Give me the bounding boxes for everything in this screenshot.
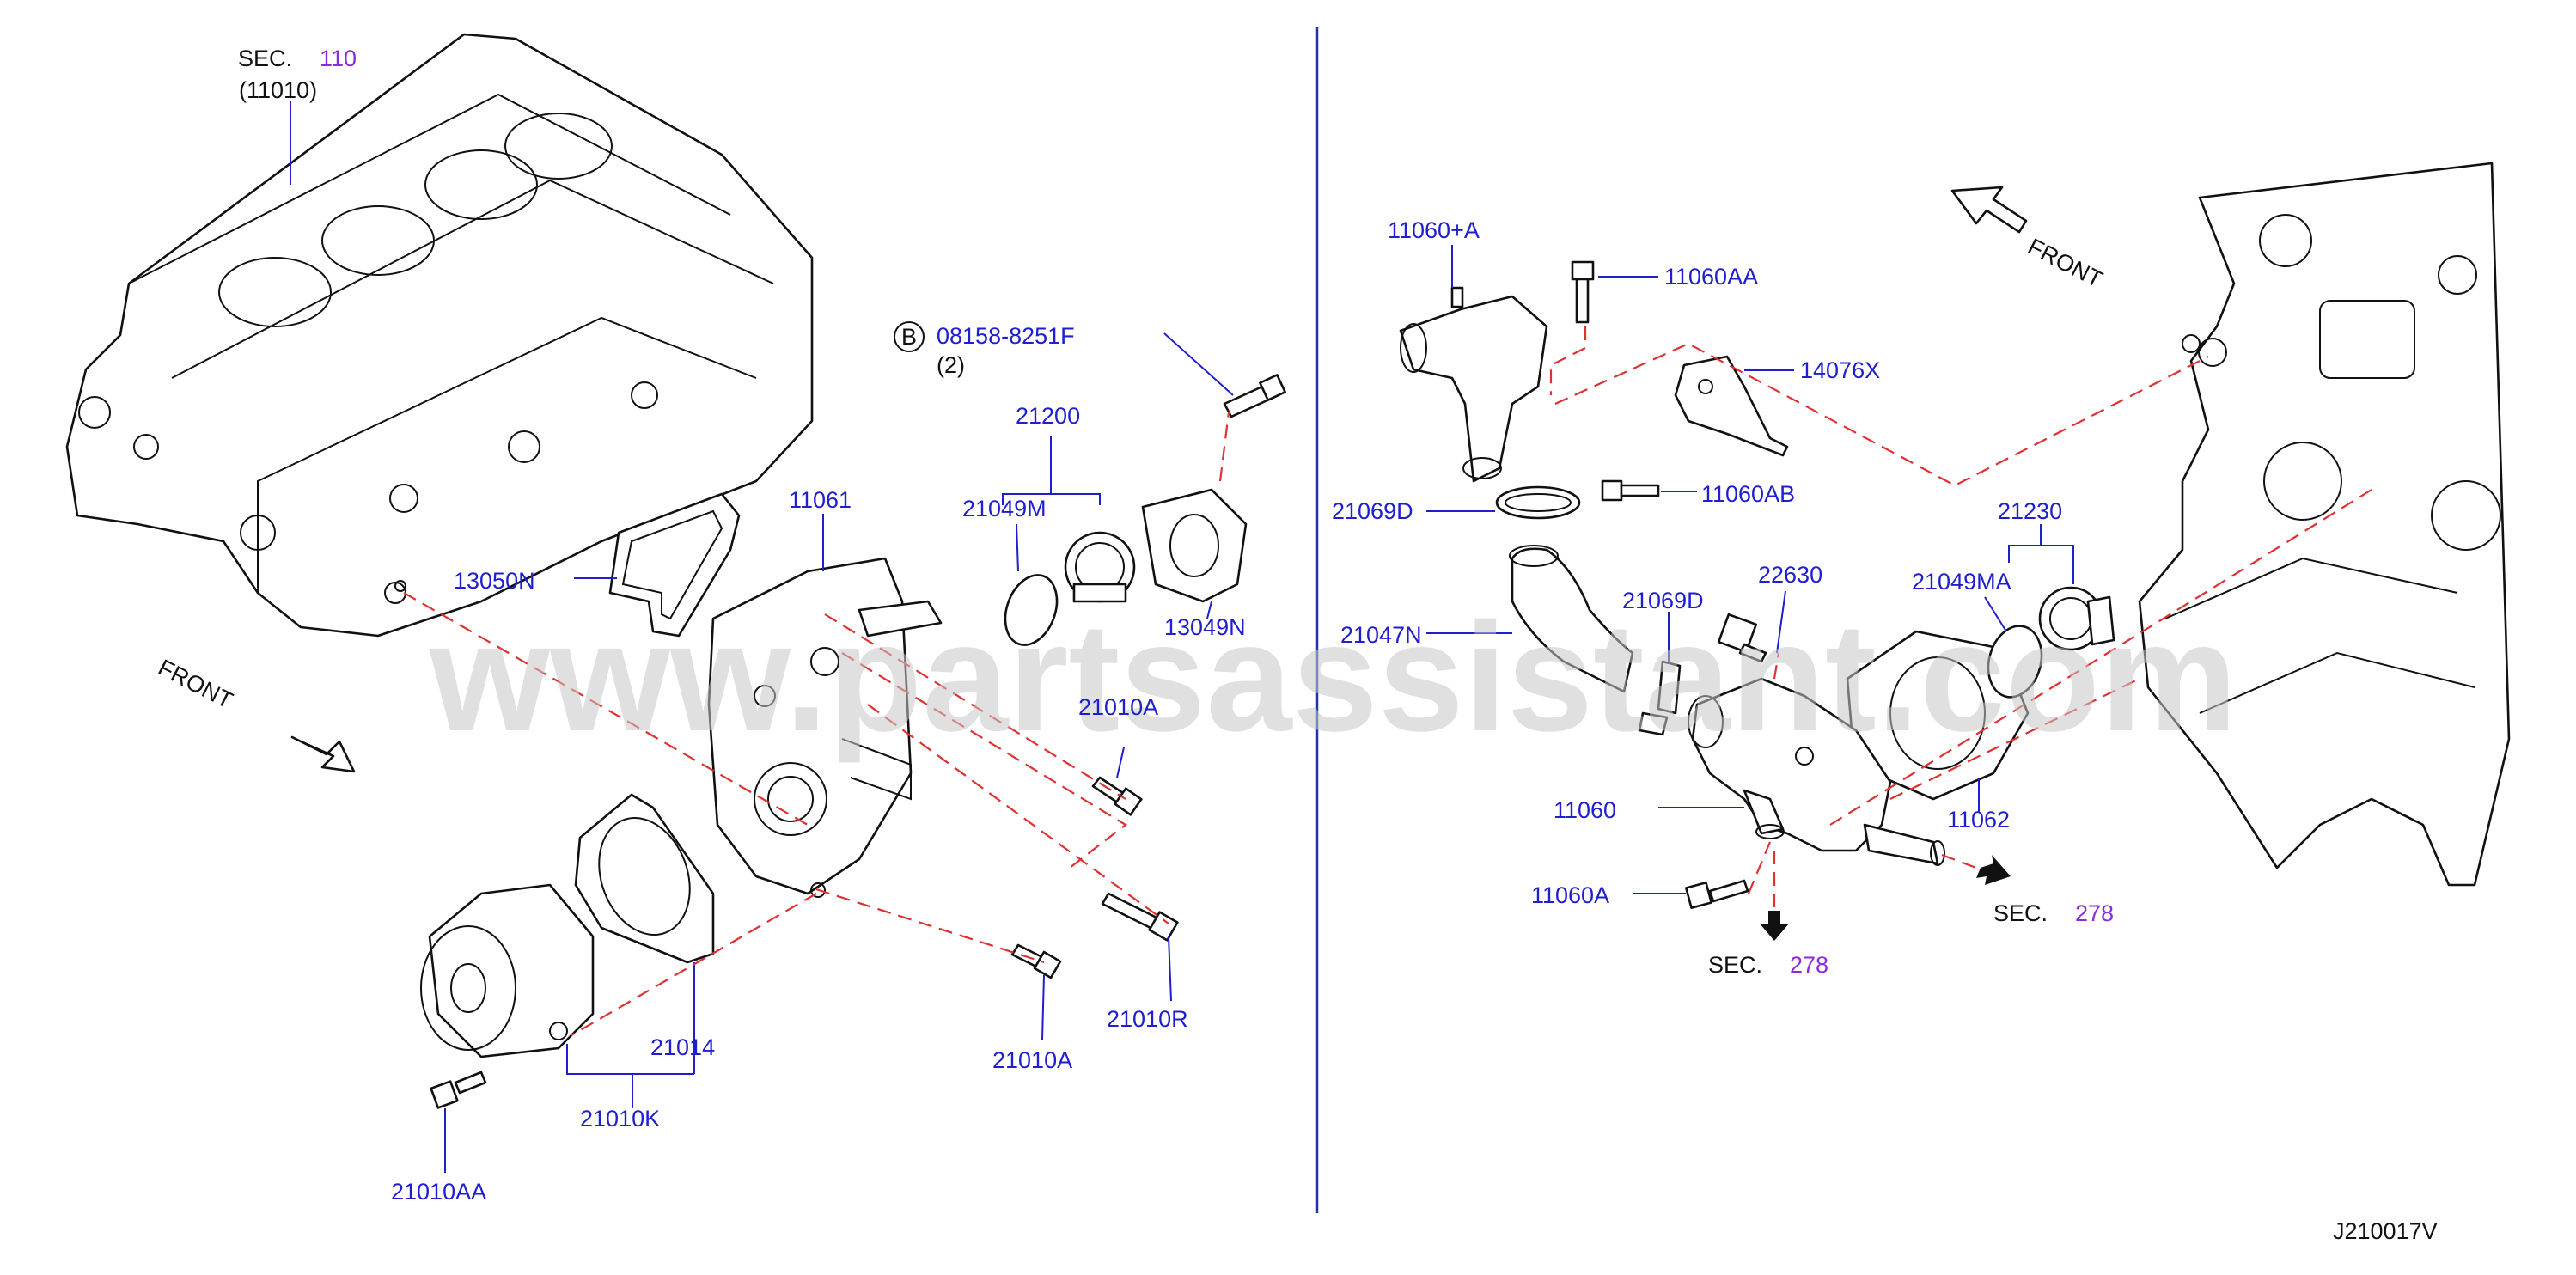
label-21069d-upper[interactable]: 21069D: [1332, 498, 1413, 524]
housing-11061-drawing: [707, 557, 943, 898]
leader-21010a-upper: [1116, 747, 1125, 778]
front-arrow-right-icon: [1950, 186, 2028, 234]
sec-278-right-prefix: SEC.: [1993, 900, 2048, 926]
water-pump-21010k-drawing: [420, 883, 595, 1058]
bracket-21010k: [566, 962, 695, 1108]
bolt-21010r-drawing: [1101, 892, 1179, 942]
cylinder-block-drawing: [65, 33, 814, 638]
leader-21010r: [1168, 936, 1172, 1002]
label-21069d-lower[interactable]: 21069D: [1622, 588, 1704, 613]
bracket-21230: [2008, 524, 2074, 584]
thermostat-21200-drawing: [1064, 531, 1136, 603]
assembly-lines-left: [403, 412, 1230, 1036]
diagram-id: J210017V: [2333, 1218, 2438, 1244]
label-21049m[interactable]: 21049M: [962, 496, 1047, 522]
sec-278-arrow-down-icon: [1760, 911, 1789, 941]
sec-278-bottom-link[interactable]: 278: [1790, 952, 1828, 978]
label-08158-8251f[interactable]: 08158-8251F: [937, 323, 1075, 349]
gasket-13050n-drawing: [608, 492, 741, 638]
outlet-11060a-plus-drawing: [1399, 286, 1548, 483]
leader-13049n: [1206, 601, 1212, 619]
label-14076x[interactable]: 14076X: [1800, 357, 1880, 383]
label-21230[interactable]: 21230: [1998, 498, 2062, 524]
label-21047n[interactable]: 21047N: [1340, 622, 1422, 648]
leader-21049m: [1016, 523, 1019, 572]
label-21014[interactable]: 21014: [650, 1034, 715, 1060]
sec-110-prefix: SEC.: [238, 46, 292, 71]
label-13049n[interactable]: 13049N: [1164, 614, 1246, 640]
label-22630[interactable]: 22630: [1758, 562, 1822, 588]
sec-278-arrow-right-icon: [1976, 855, 2011, 885]
label-11062[interactable]: 11062: [1947, 807, 2010, 833]
water-inlet-13049n-drawing: [1141, 488, 1248, 603]
bracket-14076x-drawing: [1674, 355, 1789, 457]
gasket-21014-drawing: [574, 793, 715, 964]
leader-22630: [1776, 590, 1786, 654]
bolt-08158-drawing: [1223, 374, 1286, 418]
sec-278-bottom-prefix: SEC.: [1708, 952, 1762, 978]
clamp-21069d-upper-drawing: [1495, 485, 1581, 520]
watermark-text: www.partsassistant.com: [429, 591, 2237, 764]
label-11060-plus-a[interactable]: 11060+A: [1388, 217, 1480, 243]
label-11060[interactable]: 11060: [1554, 797, 1616, 823]
bolt-21010aa-drawing: [430, 1071, 487, 1109]
sec-110-link[interactable]: 110: [320, 46, 357, 71]
sensor-22630-drawing: [1717, 613, 1767, 663]
water-outlet-11060-drawing: [1688, 677, 1945, 866]
bolt-ref-letter: B: [901, 324, 917, 350]
bolt-21010a-lower-drawing: [1010, 943, 1062, 979]
front-arrow-left-icon: [290, 735, 356, 773]
o-ring-21049ma-drawing: [1987, 625, 2043, 699]
sec-278-right-link[interactable]: 278: [2075, 900, 2114, 926]
label-21010k[interactable]: 21010K: [580, 1106, 660, 1132]
label-21010a-upper[interactable]: 21010A: [1078, 694, 1158, 720]
sec-110-part-number: (11010): [239, 77, 317, 103]
label-21010r[interactable]: 21010R: [1107, 1006, 1188, 1032]
engine-head-drawing: [2138, 162, 2511, 887]
label-11061[interactable]: 11061: [789, 487, 852, 513]
bolt-11060ab-drawing: [1601, 479, 1660, 502]
bracket-21200: [1002, 436, 1101, 505]
label-21010aa[interactable]: 21010AA: [391, 1179, 486, 1205]
bolt-ref-circle: [894, 321, 925, 352]
label-11060ab[interactable]: 11060AB: [1701, 481, 1795, 507]
thermostat-21230-drawing: [2038, 586, 2115, 651]
hose-21047n-drawing: [1509, 545, 1634, 693]
leader-08158: [1163, 332, 1234, 396]
label-21010a-lower[interactable]: 21010A: [992, 1047, 1072, 1073]
bolt-ref-quantity: (2): [937, 352, 965, 378]
front-label-left: FRONT: [154, 655, 236, 714]
label-13050n[interactable]: 13050N: [454, 568, 535, 594]
o-ring-21049m-drawing: [1004, 574, 1059, 646]
bolt-11060aa-drawing: [1571, 260, 1595, 324]
bolt-11060a-drawing: [1685, 879, 1749, 909]
label-11060aa[interactable]: 11060AA: [1664, 264, 1758, 290]
label-11060a[interactable]: 11060A: [1531, 882, 1609, 908]
front-label-right: FRONT: [2024, 234, 2106, 293]
clamp-21069d-lower-drawing: [1638, 660, 1682, 736]
leader-21010a-lower: [1041, 974, 1045, 1040]
assembly-lines-right: [1549, 326, 2372, 911]
leader-21049ma: [1984, 596, 2007, 632]
label-21200[interactable]: 21200: [1016, 403, 1080, 429]
label-21049ma[interactable]: 21049MA: [1912, 569, 2011, 595]
